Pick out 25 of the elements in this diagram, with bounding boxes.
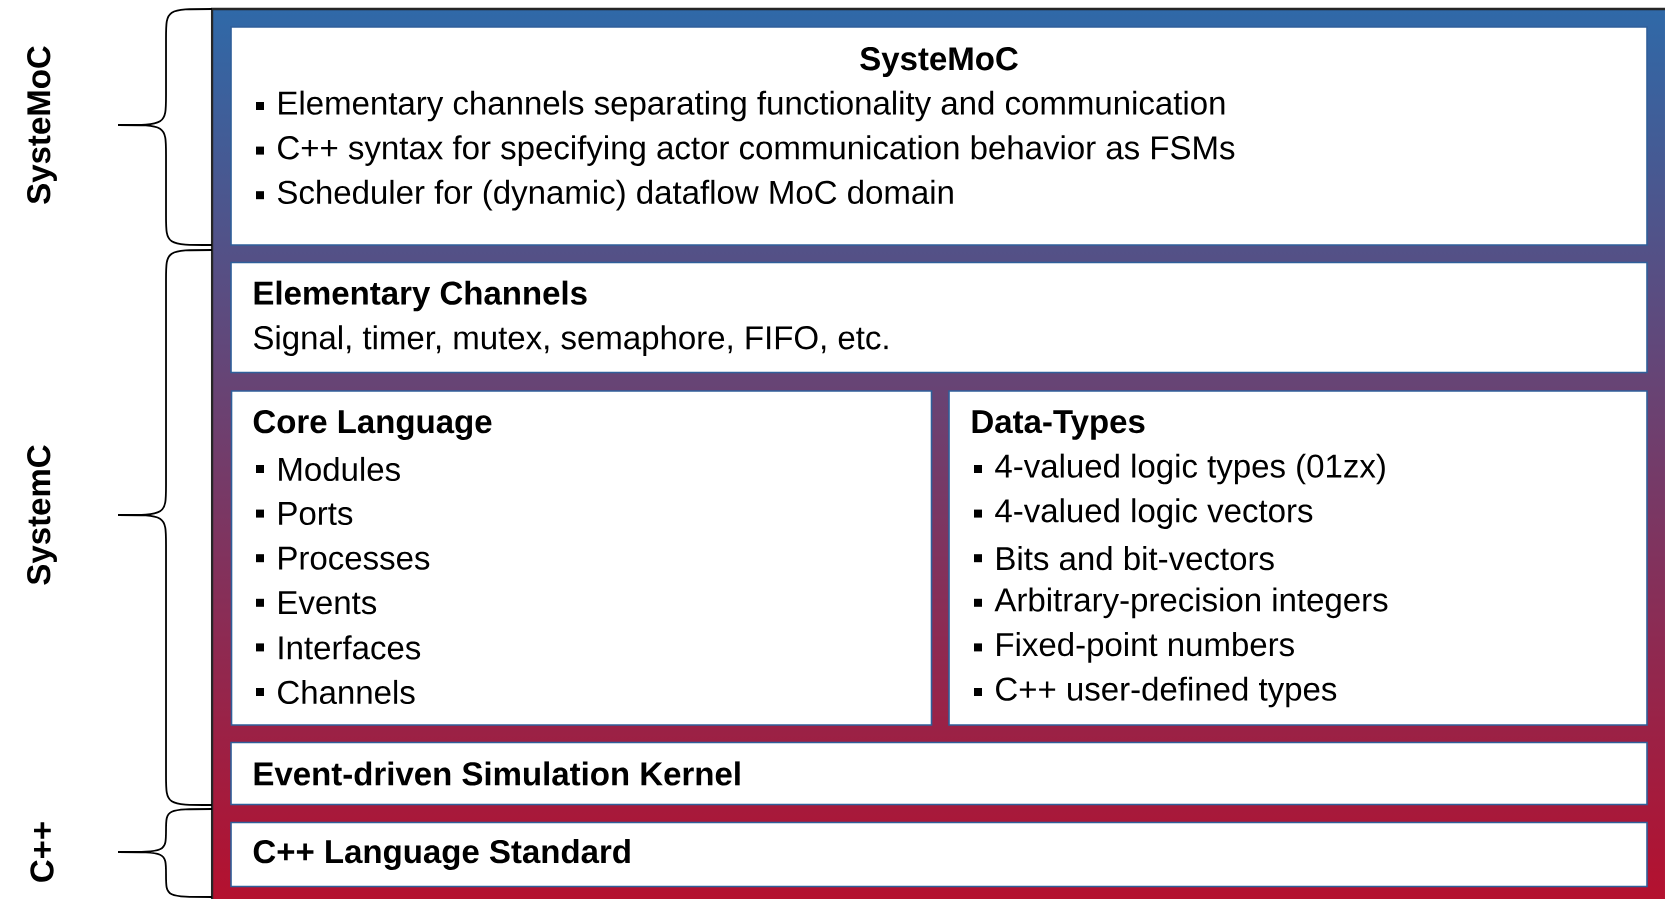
list-item: Ports [279,502,353,526]
box-heading: Event-driven Simulation Kernel [254,761,740,786]
group-label: C++ [30,822,54,882]
list-item: Processes [279,546,430,570]
list-item: C++ user-defined types [996,676,1337,708]
box-heading: C++ Language Standard [253,839,630,870]
box-text: Signal, timer, mutex, semaphore, FIFO, etc. [253,325,888,356]
list-item: Fixed-point numbers [997,632,1294,663]
group-label: SysteMoC [27,46,57,204]
list-item: Channels [278,679,415,705]
list-item: Events [279,591,377,615]
list-item: C++ syntax for specifying actor communication behavior as FSMs [278,135,1235,166]
list-item: Arbitrary-precision integers [994,587,1388,619]
box-title: SysteMoC [860,47,1018,77]
list-item: Bits and bit-vectors [997,546,1274,571]
box-heading: Elementary Channels [254,280,587,312]
box-heading: Core Language [253,409,492,440]
list-item: Interfaces [279,635,421,660]
list-item: 4-valued logic vectors [995,498,1313,529]
box-heading: Data-Types [972,410,1145,440]
list-item: Modules [279,456,400,482]
group-label: SystemC [27,445,57,585]
list-item: Elementary channels separating functionality and communication [279,90,1225,122]
list-item: Scheduler for (dynamic) dataflow MoC domain [277,179,953,211]
list-item: 4-valued logic types (01zx) [995,453,1385,485]
